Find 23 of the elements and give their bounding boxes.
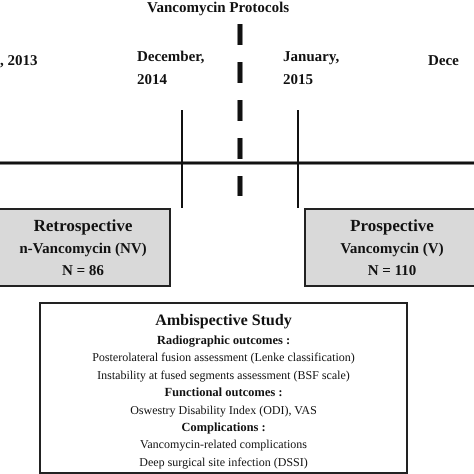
outcome-text: Oswestry Disability Index (ODI), VAS — [130, 402, 317, 419]
outcome-text: Instability at fused segments assessment (BSF scale) — [97, 366, 350, 384]
cohort-box — [0, 208, 171, 287]
timeline-heading: Vancomycin Protocols — [147, 0, 290, 18]
outcome-text: Deep surgical site infection (DSSI) — [139, 454, 308, 471]
cohort-box — [304, 208, 474, 287]
section-heading: Complications : — [181, 419, 266, 436]
heading-text: Prospective — [350, 214, 434, 237]
date-label: , 2013 — [0, 52, 38, 71]
section-heading: Radiographic outcomes : — [156, 332, 290, 349]
group-text: Vancomycin (V) — [340, 240, 444, 258]
outcome-text: Vancomycin-related complications — [140, 436, 307, 454]
date-label: January, 2015 — [283, 48, 340, 90]
box-title: Ambispective Study — [155, 311, 292, 331]
heading-text: Retrospective — [34, 214, 132, 237]
count-text: N = 110 — [368, 262, 416, 280]
date-label: December, 2014 — [137, 48, 206, 90]
date-label: Dece — [428, 52, 459, 71]
group-text: n-Vancomycin (NV) — [19, 240, 147, 258]
count-text: N = 86 — [62, 262, 104, 280]
outcome-text: Posterolateral fusion assessment (Lenke classification) — [92, 349, 355, 366]
study-box — [39, 302, 408, 474]
section-heading: Functional outcomes : — [164, 384, 283, 402]
